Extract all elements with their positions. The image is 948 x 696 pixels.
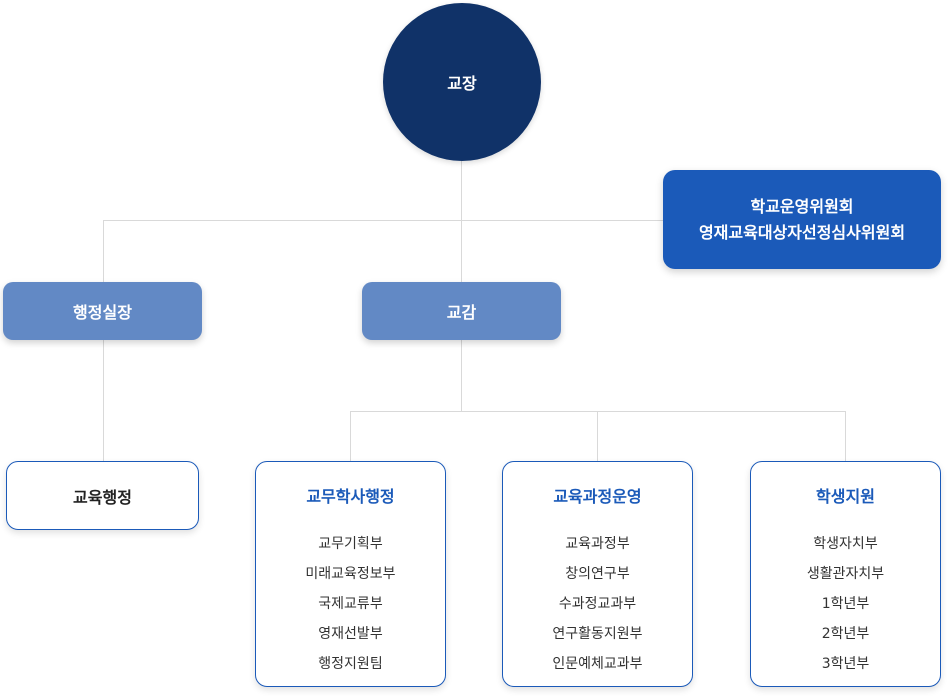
dept-item: 창의연구부 [565, 566, 630, 582]
dept-item: 학생자치부 [813, 536, 878, 552]
connector-admin-chief-down [103, 340, 104, 461]
committee-line-1: 학교운영위원회 [750, 196, 854, 216]
connector-principal-down [461, 161, 462, 282]
admin-chief-node: 행정실장 [3, 282, 202, 340]
dept-item: 행정지원팀 [318, 656, 383, 672]
connector-dept-3 [845, 411, 846, 461]
connector-admin-chief-up [103, 220, 104, 282]
dept-academic-admin: 교무학사행정 교무기획부 미래교육정보부 국제교류부 영재선발부 행정지원팀 [255, 461, 446, 687]
dept-item: 생활관자치부 [806, 566, 885, 582]
connector-vice-principal-down [461, 340, 462, 412]
dept-title: 학생지원 [816, 487, 875, 506]
dept-item: 연구활동지원부 [552, 626, 643, 642]
dept-item: 교무기획부 [318, 536, 383, 552]
committee-node: 학교운영위원회 영재교육대상자선정심사위원회 [663, 170, 941, 269]
dept-curriculum: 교육과정운영 교육과정부 창의연구부 수과정교과부 연구활동지원부 인문예체교과… [502, 461, 693, 687]
connector-dept-2 [597, 411, 598, 461]
dept-item: 영재선발부 [318, 626, 383, 642]
committee-line-2: 영재교육대상자선정심사위원회 [698, 222, 906, 242]
dept-student-support: 학생지원 학생자치부 생활관자치부 1학년부 2학년부 3학년부 [750, 461, 941, 687]
dept-item: 2학년부 [821, 626, 870, 642]
dept-item-list: 학생자치부 생활관자치부 1학년부 2학년부 3학년부 [751, 529, 940, 679]
dept-item: 1학년부 [821, 596, 870, 612]
vice-principal-node: 교감 [362, 282, 561, 340]
dept-item-list: 교무기획부 미래교육정보부 국제교류부 영재선발부 행정지원팀 [256, 529, 445, 679]
dept-item: 3학년부 [821, 656, 870, 672]
dept-item: 교육과정부 [565, 536, 630, 552]
admin-chief-label: 행정실장 [73, 303, 132, 322]
admin-office-node: 교육행정 [6, 461, 199, 530]
dept-item-list: 교육과정부 창의연구부 수과정교과부 연구활동지원부 인문예체교과부 [503, 529, 692, 679]
dept-title: 교무학사행정 [306, 487, 395, 506]
dept-item: 미래교육정보부 [305, 566, 396, 582]
principal-label: 교장 [447, 74, 477, 93]
principal-node: 교장 [383, 3, 541, 161]
connector-top-horizontal [103, 220, 663, 221]
connector-dept-1 [350, 411, 351, 461]
connector-dept-horizontal [350, 411, 846, 412]
dept-item: 수과정교과부 [558, 596, 637, 612]
dept-title: 교육과정운영 [553, 487, 642, 506]
vice-principal-label: 교감 [446, 303, 477, 322]
admin-office-label: 교육행정 [73, 487, 132, 507]
dept-item: 국제교류부 [318, 596, 383, 612]
dept-item: 인문예체교과부 [552, 656, 643, 672]
